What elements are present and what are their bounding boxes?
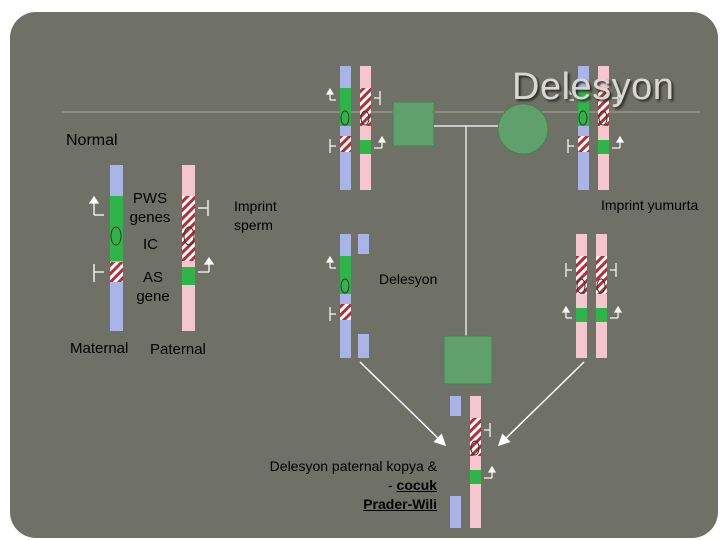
pws-genes-label: PWS genes bbox=[129, 190, 171, 226]
barrier-icon bbox=[565, 263, 572, 277]
arrow-up-icon bbox=[612, 135, 625, 149]
arrow-up-icon bbox=[563, 87, 574, 101]
arrow-up-icon bbox=[88, 195, 104, 216]
barrier-icon bbox=[329, 307, 336, 321]
child-chromosome-pair bbox=[450, 396, 497, 528]
result-dash: - bbox=[387, 477, 397, 493]
barrier-icon bbox=[484, 423, 491, 437]
barrier-icon bbox=[198, 200, 209, 216]
maternal-ic bbox=[110, 226, 123, 261]
mother-chromosome-pair bbox=[563, 66, 625, 190]
result-syndrome: Prader-Wili bbox=[363, 496, 437, 512]
paternal-ic bbox=[182, 226, 195, 261]
slide-title: Delesyon bbox=[512, 66, 675, 108]
arrow-from-sperm bbox=[359, 361, 447, 447]
arrow-from-egg bbox=[497, 361, 585, 447]
arrow-up-icon bbox=[484, 465, 497, 479]
arrow-up-icon bbox=[325, 87, 336, 101]
result-child: cocuk bbox=[396, 477, 437, 493]
arrow-up-icon bbox=[325, 255, 336, 269]
paternal-label: Paternal bbox=[150, 341, 206, 358]
male-square-icon bbox=[392, 101, 435, 147]
egg-chromosome-pair bbox=[561, 234, 623, 358]
maternal-label: Maternal bbox=[70, 340, 129, 357]
child-male-square-icon bbox=[443, 335, 493, 385]
barrier-icon bbox=[567, 139, 574, 153]
arrow-up-icon bbox=[610, 305, 623, 319]
result-caption: Delesyon paternal kopya & - cocuk Prader… bbox=[200, 457, 437, 514]
imprint-egg-label: Imprint yumurta bbox=[601, 197, 699, 213]
father-chromosome-pair bbox=[325, 66, 387, 190]
barrier-icon bbox=[329, 139, 336, 153]
as-gene-label: AS gene bbox=[136, 269, 170, 305]
result-line-1: Delesyon paternal kopya & bbox=[269, 458, 437, 474]
arrow-up-icon bbox=[198, 256, 215, 273]
sperm-deletion-pair bbox=[325, 234, 369, 358]
ic-label: IC bbox=[143, 236, 158, 253]
normal-chromosome-pair bbox=[88, 165, 215, 331]
barrier-icon bbox=[93, 264, 104, 282]
maternal-ic-marker bbox=[110, 226, 122, 246]
paternal-pws-gene bbox=[182, 196, 195, 226]
maternal-as-gene bbox=[110, 262, 123, 282]
paternal-as-gene bbox=[182, 267, 195, 285]
imprint-sperm-label: Imprint sperm bbox=[234, 198, 277, 233]
deletion-label: Delesyon bbox=[379, 271, 438, 287]
arrow-up-icon bbox=[561, 305, 572, 319]
result-line-2: - cocuk bbox=[200, 476, 437, 495]
barrier-icon bbox=[374, 91, 381, 105]
normal-label: Normal bbox=[66, 132, 118, 149]
paternal-ic-marker bbox=[183, 226, 195, 246]
female-circle-icon bbox=[497, 103, 549, 155]
barrier-icon bbox=[610, 263, 617, 277]
maternal-pws-gene bbox=[110, 196, 123, 226]
arrow-up-icon bbox=[374, 135, 387, 149]
barrier-icon bbox=[612, 91, 619, 105]
